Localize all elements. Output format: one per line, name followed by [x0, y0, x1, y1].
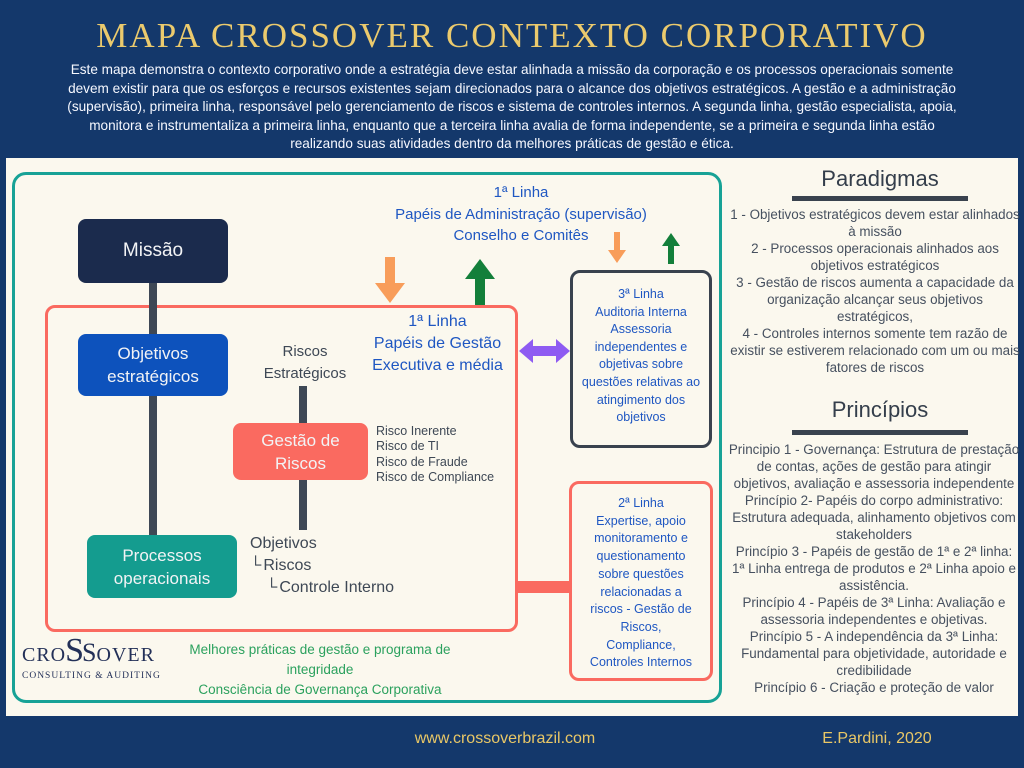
- principle-item: Princípio 5 - A independência da 3ª Linh…: [741, 629, 1007, 678]
- connector-risks-riskmgmt: [299, 386, 307, 423]
- strategic-objectives-box: Objetivos estratégicos: [78, 334, 228, 396]
- intro-paragraph: Este mapa demonstra o contexto corporati…: [67, 62, 957, 152]
- arrow-up-green-small-icon: [662, 233, 680, 264]
- second-line-box: 2ª Linha Expertise, apoio monitoramento …: [569, 481, 713, 681]
- arrow-down-orange-small-icon: [608, 232, 626, 263]
- paradigms-list: 1 - Objetivos estratégicos devem estar a…: [729, 206, 1021, 376]
- logo-s-icon: S: [82, 638, 98, 667]
- management-label: 1ª Linha Papéis de Gestão Executiva e mé…: [372, 313, 503, 374]
- risk-type-item: Risco Inerente: [376, 424, 457, 438]
- tree-root-label: Objetivos: [250, 535, 317, 552]
- first-line-scope-border: [45, 305, 518, 632]
- tree-grandchild-label: Controle Interno: [279, 579, 395, 596]
- connector-objectives-processes: [149, 396, 157, 535]
- paradigm-item: 3 - Gestão de riscos aumenta a capacidad…: [736, 275, 1014, 324]
- risk-types-list: Risco Inerente Risco de TI Risco de Frau…: [376, 424, 516, 485]
- governance-label: 1ª Linha Papéis de Administração (superv…: [395, 184, 647, 244]
- principle-item: Principio 1 - Governança: Estrutura de p…: [728, 442, 1020, 491]
- connector-riskmgmt-tree: [299, 480, 307, 530]
- principle-item: Princípio 2- Papéis do corpo administrat…: [732, 493, 1016, 542]
- paradigms-title: Paradigmas: [821, 166, 939, 191]
- paradigm-item: 4 - Controles internos somente tem razão…: [730, 326, 1020, 375]
- risk-type-item: Risco de Fraude: [376, 454, 468, 469]
- double-arrow-purple-icon: [519, 339, 570, 363]
- paradigm-item: 2 - Processos operacionais alinhados aos…: [751, 241, 999, 273]
- risk-management-box: Gestão de Riscos: [233, 423, 368, 480]
- logo-s-icon: S: [65, 632, 86, 669]
- risk-type-item: Risco de TI: [376, 439, 439, 454]
- connector-mission-objectives: [149, 283, 157, 334]
- tree-child-label: Riscos: [263, 557, 312, 574]
- logo-subtitle: Consulting & Auditing: [22, 671, 161, 681]
- crossover-logo: CROSSOVER Consulting & Auditing: [22, 632, 172, 682]
- strategic-risks-label: Riscos Estratégicos: [263, 343, 347, 382]
- mission-box: Missão: [78, 219, 228, 283]
- footer-website: www.crossoverbrazil.com: [414, 730, 596, 747]
- operational-processes-box: Processos operacionais: [87, 535, 237, 598]
- arrow-up-green-icon: [465, 259, 495, 305]
- page-title: MAPA CROSSOVER CONTEXTO CORPORATIVO: [96, 16, 928, 55]
- tree-child-row: └Riscos: [250, 557, 311, 575]
- tree-branch-icon: └: [250, 557, 264, 574]
- tree-branch-icon: └: [266, 579, 280, 596]
- principles-title: Princípios: [831, 397, 929, 422]
- paradigms-underline: [792, 196, 968, 201]
- risk-type-item: Risco de Compliance: [376, 469, 495, 484]
- principle-item: Princípio 3 - Papéis de gestão de 1ª e 2…: [732, 544, 1016, 593]
- principle-item: Princípio 6 - Criação e proteção de valo…: [754, 680, 994, 695]
- paradigm-item: 1 - Objetivos estratégicos devem estar a…: [730, 207, 1020, 239]
- third-line-box: 3ª Linha Auditoria Interna Assessoria in…: [570, 270, 712, 448]
- diagram-panel-border: [12, 172, 722, 703]
- principles-underline: [792, 430, 968, 435]
- footer-credit: E.Pardini, 2020: [822, 730, 932, 747]
- arrow-down-orange-icon: [375, 257, 405, 303]
- connector-firstline-secondline: [516, 581, 570, 593]
- principles-list: Principio 1 - Governança: Estrutura de p…: [728, 441, 1020, 696]
- principle-item: Princípio 4 - Papéis de 3ª Linha: Avalia…: [742, 595, 1006, 627]
- best-practices-label: Melhores práticas de gestão e programa d…: [189, 642, 451, 697]
- tree-grandchild-row: └Controle Interno: [266, 579, 394, 597]
